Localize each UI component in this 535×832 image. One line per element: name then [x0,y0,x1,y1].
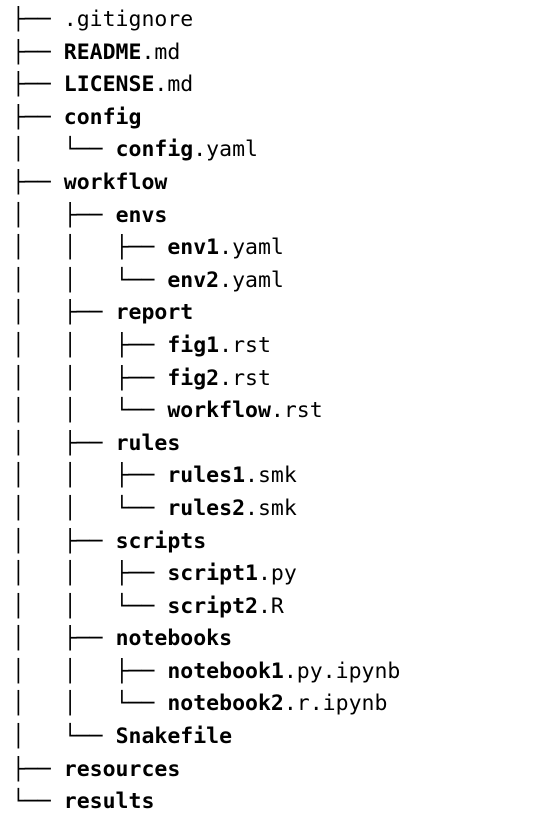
entry-extension: .py.ipynb [283,658,401,684]
tree-branch: │ │ └── [12,398,168,424]
entry-name: notebook2 [167,691,284,717]
tree-branch: │ │ └── [12,691,168,717]
tree-row-workflow-rst: │ │ └── workflow.rst [12,395,535,428]
entry-extension: .rst [270,398,323,424]
entry-name: config [63,104,142,130]
tree-row-gitignore: ├── .gitignore [12,4,535,37]
entry-extension: .smk [245,495,297,521]
entry-name: script2 [167,593,258,619]
tree-branch: │ │ ├── [12,463,168,489]
tree-branch: └── [12,789,64,815]
entry-name: results [63,789,155,815]
tree-row-script1: │ │ ├── script1.py [12,558,535,591]
entry-extension: .rst [219,365,271,391]
tree-branch: ├── [12,756,64,782]
tree-row-fig2: │ │ ├── fig2.rst [12,363,535,396]
entry-name: scripts [115,528,207,554]
entry-extension: .py [257,561,297,587]
tree-branch: ├── [12,39,64,65]
entry-name: script1 [167,561,258,587]
entry-name: rules [115,430,181,456]
entry-name: notebooks [115,626,233,652]
tree-branch: ├── [12,169,64,195]
entry-extension: .r.ipynb [283,691,388,717]
tree-row-resources-folder: ├── resources [12,754,535,787]
entry-extension: .yaml [193,137,258,163]
tree-branch: │ │ └── [12,495,168,521]
tree-row-results-folder: └── results [12,786,535,819]
tree-row-rules2: │ │ └── rules2.smk [12,493,535,526]
entry-name: workflow [167,398,271,424]
tree-branch: │ └── [12,137,116,163]
entry-name: env2 [167,267,220,293]
tree-row-scripts-folder: │ ├── scripts [12,526,535,559]
tree-branch: │ │ └── [12,593,168,619]
tree-row-config-folder: ├── config [12,102,535,135]
entry-name: README [63,39,142,65]
entry-extension: .md [154,72,194,98]
entry-name: config [115,137,194,163]
tree-row-snakefile: │ └── Snakefile [12,721,535,754]
entry-name: LICENSE [63,72,155,98]
tree-row-envs-folder: │ ├── envs [12,200,535,233]
tree-row-rules-folder: │ ├── rules [12,428,535,461]
tree-branch: ├── [12,104,64,130]
tree-branch: │ │ ├── [12,561,168,587]
tree-branch: │ ├── [12,626,116,652]
entry-extension: .rst [219,332,271,358]
entry-name: fig2 [167,365,220,391]
entry-name: workflow [63,169,168,195]
tree-branch: │ │ └── [12,267,168,293]
tree-row-env1: │ │ ├── env1.yaml [12,232,535,265]
tree-branch: │ │ ├── [12,365,168,391]
entry-extension: .yaml [219,235,284,261]
tree-row-env2: │ │ └── env2.yaml [12,265,535,298]
entry-name: Snakefile [115,724,233,750]
entry-name: rules1 [167,463,246,489]
tree-row-readme: ├── README.md [12,37,535,70]
entry-name: report [115,300,194,326]
tree-branch: │ │ ├── [12,332,168,358]
tree-row-notebook2: │ │ └── notebook2.r.ipynb [12,688,535,721]
entry-name: resources [63,756,181,782]
tree-branch: │ │ ├── [12,235,168,261]
tree-row-workflow-folder: ├── workflow [12,167,535,200]
entry-name: envs [115,202,168,228]
tree-row-notebooks-folder: │ ├── notebooks [12,623,535,656]
tree-row-script2: │ │ └── script2.R [12,591,535,624]
entry-extension: .R [257,593,284,619]
entry-name: env1 [167,235,220,261]
entry-extension: .gitignore [63,7,194,32]
tree-row-rules1: │ │ ├── rules1.smk [12,460,535,493]
tree-branch: │ └── [12,724,116,750]
tree-branch: │ │ ├── [12,658,168,684]
entry-name: fig1 [167,332,220,358]
entry-name: rules2 [167,495,246,521]
tree-row-fig1: │ │ ├── fig1.rst [12,330,535,363]
entry-name: notebook1 [167,658,284,684]
tree-row-report-folder: │ ├── report [12,297,535,330]
entry-extension: .yaml [219,267,284,293]
tree-branch: │ ├── [12,430,116,456]
tree-branch: │ ├── [12,202,116,228]
entry-extension: .md [141,39,181,65]
tree-row-config-yaml: │ └── config.yaml [12,134,535,167]
tree-row-notebook1: │ │ ├── notebook1.py.ipynb [12,656,535,689]
tree-row-license: ├── LICENSE.md [12,69,535,102]
tree-branch: ├── [12,7,64,32]
tree-branch: │ ├── [12,528,116,554]
tree-branch: │ ├── [12,300,116,326]
tree-branch: ├── [12,72,64,98]
entry-extension: .smk [245,463,297,489]
